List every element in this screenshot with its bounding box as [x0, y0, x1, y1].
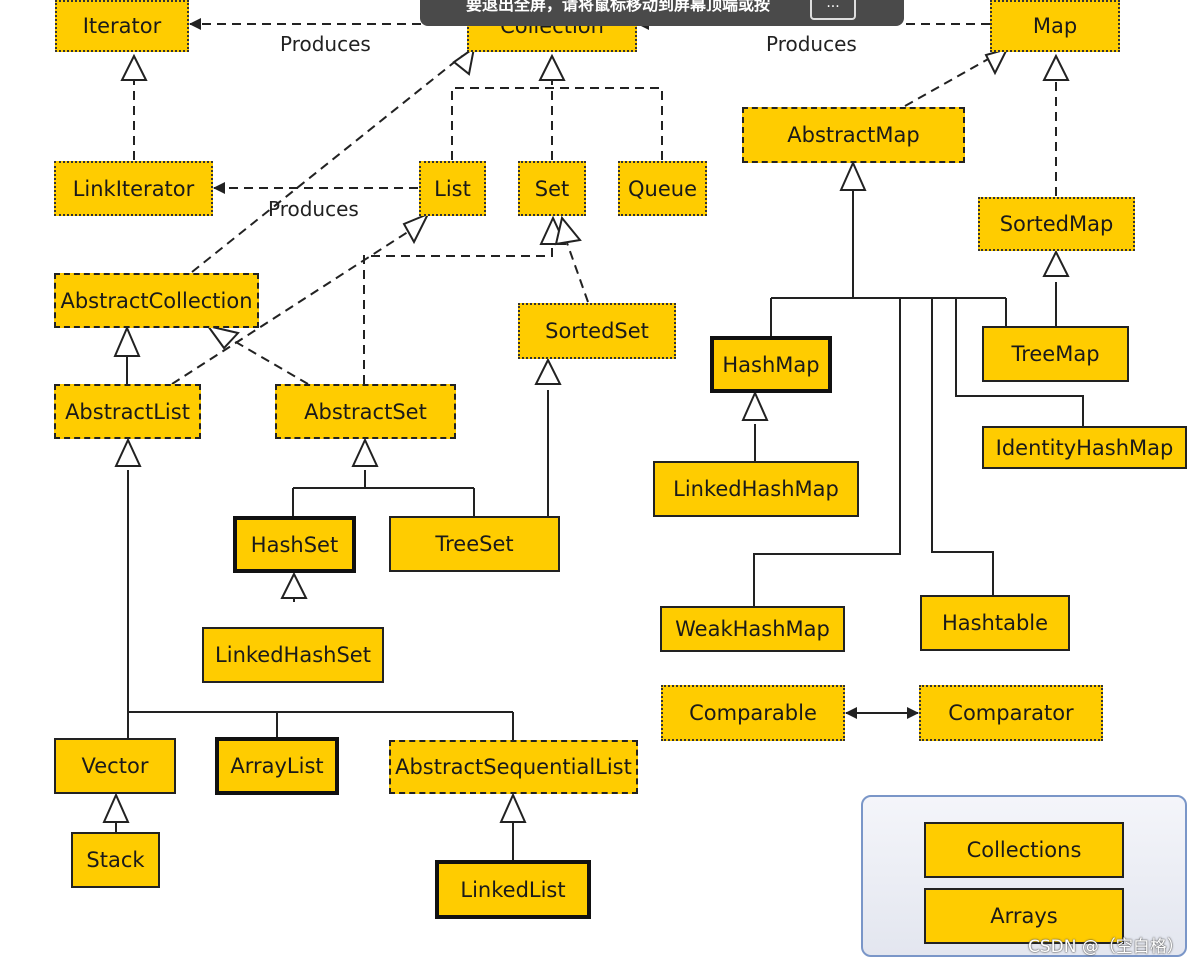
produces-label: Produces	[766, 32, 857, 56]
node-hashset: HashSet	[233, 516, 356, 573]
node-hashtable: Hashtable	[920, 595, 1070, 651]
node-sortedset: SortedSet	[518, 303, 676, 359]
produces-label: Produces	[280, 32, 371, 56]
node-queue: Queue	[618, 161, 707, 216]
node-vector: Vector	[54, 738, 176, 794]
node-linkedhashmap: LinkedHashMap	[653, 461, 859, 517]
node-abstractmap: AbstractMap	[742, 107, 965, 163]
node-linkedhashset: LinkedHashSet	[202, 627, 384, 683]
node-arraylist: ArrayList	[215, 737, 339, 795]
node-comparator: Comparator	[919, 685, 1103, 741]
banner-text: 要退出全屏，请将鼠标移动到屏幕顶端或按	[466, 0, 771, 14]
node-abstractlist: AbstractList	[54, 384, 201, 439]
fullscreen-exit-banner: 要退出全屏，请将鼠标移动到屏幕顶端或按 ···	[420, 0, 904, 26]
node-identityhashmap: IdentityHashMap	[982, 426, 1187, 469]
node-treemap: TreeMap	[982, 326, 1129, 382]
banner-more-button[interactable]: ···	[810, 0, 856, 20]
node-iterator: Iterator	[55, 0, 189, 52]
node-collections: Collections	[924, 822, 1124, 878]
node-arrays: Arrays	[924, 888, 1124, 944]
node-abstractcollection: AbstractCollection	[54, 273, 259, 328]
watermark: CSDN @（空白格）	[1028, 937, 1184, 957]
node-treeset: TreeSet	[389, 516, 560, 572]
node-abstractsequentiallist: AbstractSequentialList	[389, 740, 638, 794]
node-linkedlist: LinkedList	[435, 860, 591, 919]
node-abstractset: AbstractSet	[275, 384, 456, 439]
node-comparable: Comparable	[661, 685, 845, 741]
node-weakhashmap: WeakHashMap	[660, 606, 845, 652]
node-set: Set	[518, 161, 586, 216]
node-linkiterator: LinkIterator	[54, 161, 213, 216]
node-list: List	[419, 161, 486, 216]
produces-label: Produces	[268, 197, 359, 221]
node-hashmap: HashMap	[710, 336, 832, 393]
node-sortedmap: SortedMap	[978, 197, 1135, 251]
node-stack: Stack	[71, 832, 160, 888]
node-map: Map	[990, 0, 1120, 52]
